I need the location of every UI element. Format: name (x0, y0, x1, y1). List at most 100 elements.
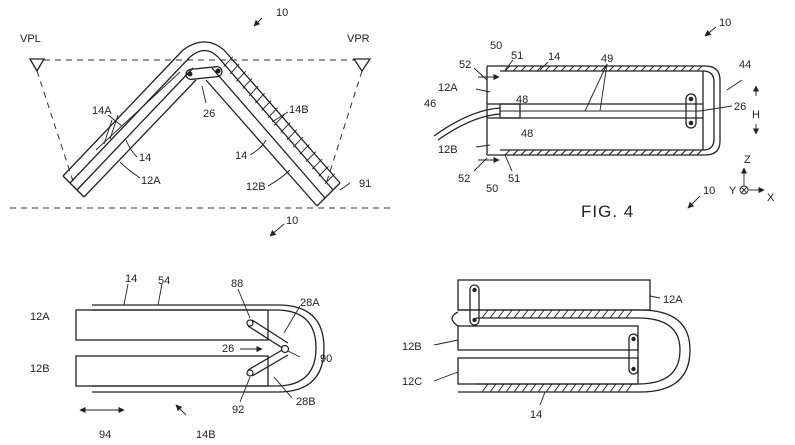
hatch-stroke (560, 149, 567, 156)
viewpoint-right-marker (352, 58, 372, 73)
ref-91: 91 (359, 178, 371, 190)
hatch-stroke (584, 65, 591, 72)
hatch-stroke (609, 309, 617, 319)
ref-26: 26 (734, 101, 746, 113)
ref-28a: 28A (300, 297, 320, 309)
hatch-stroke (577, 309, 585, 319)
ref-46: 46 (424, 98, 436, 110)
hatch-stroke (497, 309, 505, 319)
hatch-stroke (528, 65, 535, 72)
hatch-stroke (536, 149, 543, 156)
hatch-stroke (560, 65, 567, 72)
hatch-stroke (680, 149, 687, 156)
hatch-stroke (504, 65, 511, 72)
cable (433, 107, 501, 137)
cover-inner (500, 70, 715, 151)
hatch-stroke (311, 158, 323, 170)
hatch-stroke (553, 383, 561, 393)
hatch-stroke (688, 149, 695, 156)
ref-88: 88 (231, 278, 243, 290)
hatch-stroke (680, 65, 687, 72)
left-panel (62, 49, 197, 198)
ref-14b: 14B (196, 429, 216, 441)
panel-12b (457, 325, 639, 351)
ref-12b: 12B (246, 181, 266, 193)
hatch-stroke (624, 65, 631, 72)
hatch-stroke (576, 149, 583, 156)
connector (499, 103, 521, 119)
hatch-stroke (242, 78, 253, 89)
hatch-stroke (537, 383, 545, 393)
hatch-stroke (609, 383, 617, 393)
hatch-stroke (585, 383, 593, 393)
hatch-stroke (616, 65, 623, 72)
hatch-stroke (672, 149, 679, 156)
hatch-stroke (318, 166, 329, 177)
figure-folded-device: 10 VPL VPR 14A 14B 26 14 14 12A 12B 91 1… (10, 7, 390, 237)
hatch-stroke (568, 65, 575, 72)
ref-12c: 12C (402, 376, 422, 388)
hatch-stroke (617, 309, 625, 319)
hatch-stroke (632, 149, 639, 156)
hatch-stroke (584, 149, 591, 156)
hatch-stroke (528, 149, 535, 156)
hatch-stroke (286, 129, 297, 141)
ref-26: 26 (203, 108, 215, 120)
axis-z: Z (744, 154, 751, 166)
hatch-stroke (536, 65, 543, 72)
hatch-stroke (625, 309, 633, 319)
figure-bottom-right: 12A 12B 12C 14 (402, 279, 691, 421)
hatch-stroke (561, 383, 569, 393)
ref-50-bottom: 50 (486, 183, 498, 195)
hatch-stroke (553, 309, 561, 319)
ref-49: 49 (601, 53, 613, 65)
label-vpl: VPL (20, 33, 41, 45)
hatch-stroke (616, 149, 623, 156)
hatch-stroke (521, 383, 529, 393)
hatch-stroke (529, 383, 537, 393)
ref-28b: 28B (296, 396, 316, 408)
sight-line-left (36, 70, 75, 185)
figure-bottom-left: 14 54 88 12A 28A 26 90 12B 92 28B 94 14B (30, 273, 332, 441)
ref-12a: 12A (663, 294, 683, 306)
hatch-stroke (513, 309, 521, 319)
ref-50-top: 50 (490, 40, 502, 52)
label-h: H (752, 109, 760, 121)
ref-52-top: 52 (459, 59, 471, 71)
cover-hatching (481, 309, 633, 393)
hatch-stroke (248, 85, 259, 97)
hatch-stroke (624, 149, 631, 156)
ref-48-top: 48 (516, 94, 528, 106)
hinge-link (185, 65, 223, 81)
hatch-stroke (656, 65, 663, 72)
hatch-stroke (513, 383, 521, 393)
hatch-stroke (608, 65, 615, 72)
panel-12b (75, 355, 269, 387)
hatch-stroke (600, 65, 607, 72)
hatch-stroke (489, 309, 497, 319)
ref-90: 90 (320, 353, 332, 365)
ref-54: 54 (158, 275, 170, 287)
ref-10-top: 10 (276, 7, 288, 19)
hatch-stroke (223, 56, 234, 67)
figure-4: FIG. 4 10 50 52 51 14 49 44 12A 46 48 48… (424, 17, 775, 221)
ref-14a: 14A (92, 105, 112, 117)
hatch-stroke (229, 63, 240, 75)
hatch-stroke (648, 65, 655, 72)
cover-outer (487, 65, 721, 156)
hatch-stroke (324, 173, 336, 185)
hatch-stroke (696, 149, 703, 156)
hatch-stroke (664, 149, 671, 156)
hatch-stroke (592, 149, 599, 156)
ref-14: 14 (125, 273, 137, 285)
ref-51-bottom: 51 (508, 173, 520, 185)
hatch-stroke (608, 149, 615, 156)
hatch-stroke (521, 309, 529, 319)
viewpoint-left-marker (28, 58, 46, 73)
hatch-stroke (648, 149, 655, 156)
hatch-stroke (520, 149, 527, 156)
ref-14: 14 (530, 409, 542, 421)
ref-92: 92 (232, 404, 244, 416)
hatch-stroke (293, 136, 304, 148)
